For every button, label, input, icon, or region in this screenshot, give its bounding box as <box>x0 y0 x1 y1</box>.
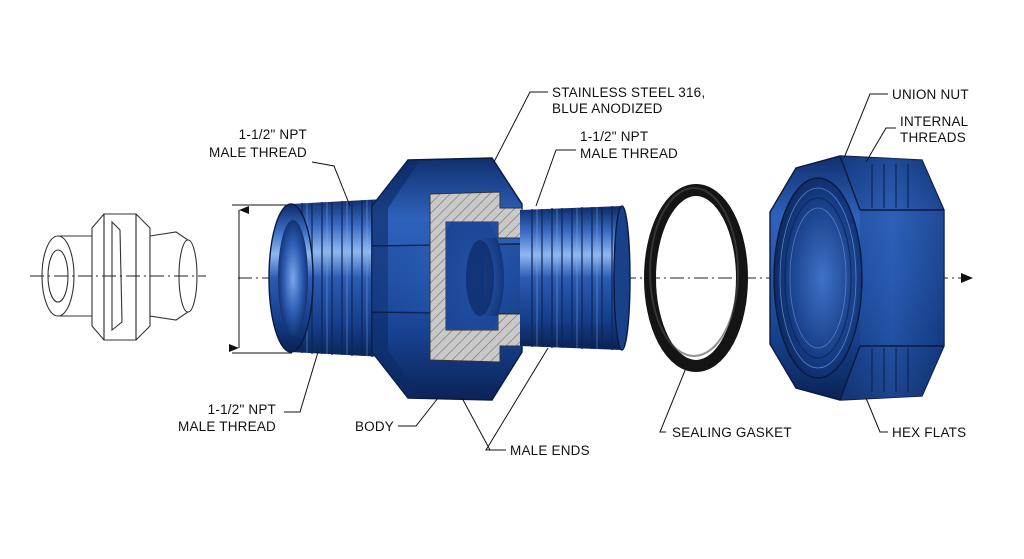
callout-body: BODY <box>355 419 394 434</box>
callout-npt-top-left: 1-1/2" NPT MALE THREAD <box>209 127 307 160</box>
callout-hex-flats: HEX FLATS <box>892 425 966 440</box>
npt-bottom-left-line1: 1-1/2" NPT <box>208 402 276 417</box>
male-end-right <box>520 205 631 351</box>
thread-ridges-right <box>531 206 613 350</box>
callout-sealing-gasket: SEALING GASKET <box>672 425 792 440</box>
callout-union-nut: UNION NUT <box>892 87 969 102</box>
pipe-bore-left <box>278 220 308 336</box>
nut-internal-threads <box>773 177 863 379</box>
callout-material: STAINLESS STEEL 316, BLUE ANODIZED <box>552 85 705 116</box>
npt-top-right-line2: MALE THREAD <box>580 146 678 161</box>
material-line2: BLUE ANODIZED <box>552 101 663 116</box>
npt-top-right-line1: 1-1/2" NPT <box>580 129 648 144</box>
callout-internal-threads: INTERNAL THREADS <box>900 114 969 145</box>
sealing-gasket-label: SEALING GASKET <box>672 425 792 440</box>
internal-threads-line1: INTERNAL <box>900 114 969 129</box>
callout-npt-top-right: 1-1/2" NPT MALE THREAD <box>580 129 678 161</box>
leader-lines <box>284 91 896 451</box>
diameter-dimension <box>229 204 292 354</box>
nut-knurling <box>871 164 909 392</box>
male-ends-label: MALE ENDS <box>510 443 590 458</box>
npt-top-left-line1: 1-1/2" NPT <box>239 127 307 142</box>
body-label: BODY <box>355 419 394 434</box>
union-nut <box>769 155 945 401</box>
union-body <box>371 157 541 401</box>
union-nut-label: UNION NUT <box>892 87 969 102</box>
sealing-gasket <box>644 184 748 372</box>
hex-flats-label: HEX FLATS <box>892 425 966 440</box>
internal-threads-line2: THREADS <box>900 130 966 145</box>
npt-bottom-left-line2: MALE THREAD <box>178 419 276 434</box>
callout-npt-bottom-left: 1-1/2" NPT MALE THREAD <box>178 402 276 434</box>
npt-top-left-line2: MALE THREAD <box>209 145 307 160</box>
assembled-union-thumbnail <box>30 213 206 341</box>
callout-male-ends: MALE ENDS <box>510 443 590 458</box>
material-line1: STAINLESS STEEL 316, <box>552 85 705 100</box>
